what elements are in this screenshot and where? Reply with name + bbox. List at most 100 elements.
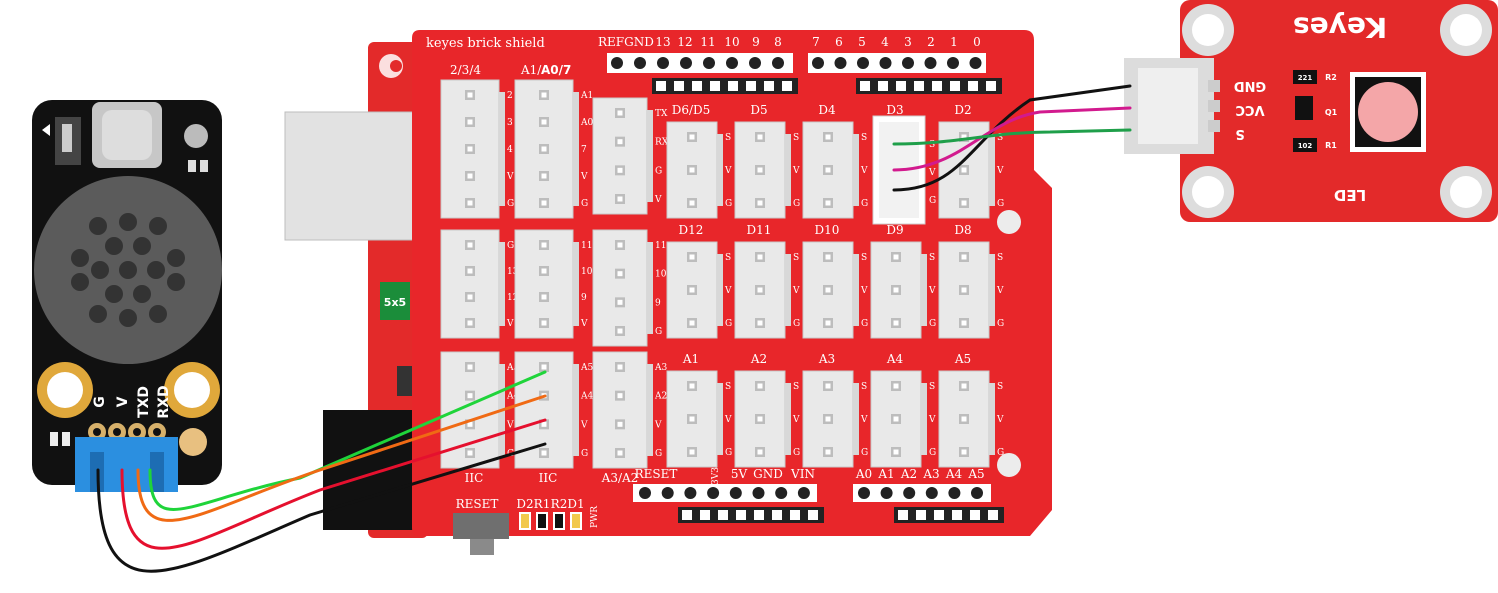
socket-hole xyxy=(878,81,888,91)
port-label: D3 xyxy=(886,103,903,117)
status-led-core xyxy=(538,514,546,528)
port-pin-hole xyxy=(617,393,623,399)
reset-button[interactable] xyxy=(453,513,509,539)
mp3-pin-label: V xyxy=(115,396,131,407)
port-pin-hole xyxy=(893,449,899,455)
port-pin-label: S xyxy=(997,133,1003,143)
wire-orange xyxy=(136,394,547,522)
top-header-pin-label: REF xyxy=(598,35,624,49)
wire-red xyxy=(120,418,547,550)
top-header-pin-label: 0 xyxy=(973,35,981,49)
port-pin-label: V xyxy=(996,415,1004,425)
port-pin-hole xyxy=(961,134,967,140)
port-pin-label: A3 xyxy=(654,363,667,373)
port-label: D9 xyxy=(886,223,903,237)
port-pin-hole xyxy=(467,450,473,456)
port-pin-label: S xyxy=(793,382,799,392)
port-label: A3 xyxy=(818,352,835,366)
port-pin-label: V xyxy=(792,415,800,425)
header-pin xyxy=(834,57,847,69)
port-label: D4 xyxy=(818,103,836,117)
header-pin xyxy=(880,487,893,499)
bottom-header-pin-label: 3V3 xyxy=(711,467,721,485)
port-latch xyxy=(921,383,927,455)
header-pin xyxy=(971,487,983,499)
port-pin-label: V xyxy=(580,319,588,329)
port-pin-label: G xyxy=(793,199,800,209)
header-pin xyxy=(902,57,914,69)
socket-hole xyxy=(950,81,960,91)
port-pin-hole xyxy=(617,450,623,456)
port-pin-hole xyxy=(757,320,763,326)
top-header-pin-label: 4 xyxy=(881,35,889,49)
socket-hole xyxy=(710,81,720,91)
port-pin-hole xyxy=(617,110,623,116)
header-pin xyxy=(661,487,674,499)
port-pin-label: 12 xyxy=(507,293,518,303)
header-pin xyxy=(752,487,765,499)
port-pin-label: A2 xyxy=(654,392,667,402)
socket-hole xyxy=(952,510,962,520)
port-pin-hole xyxy=(689,383,695,389)
speaker-hole xyxy=(149,217,167,235)
port-latch xyxy=(647,110,653,202)
port-pin-label: 11 xyxy=(581,241,592,251)
socket-hole xyxy=(746,81,756,91)
port-connector: SVG xyxy=(666,121,732,219)
port-latch xyxy=(717,383,723,455)
header-pin xyxy=(680,57,692,69)
port-pin-hole xyxy=(541,421,547,427)
port-connector: SVG xyxy=(734,370,800,468)
header-pin xyxy=(903,487,916,499)
wire-black xyxy=(96,442,547,573)
col-label-2b: A0/7 xyxy=(541,63,571,77)
port-pin-hole xyxy=(961,287,967,293)
port-latch xyxy=(573,92,579,206)
port-pin-label: S xyxy=(997,382,1003,392)
status-led-core xyxy=(521,514,529,528)
port-pin-hole xyxy=(617,299,623,305)
speaker-hole xyxy=(119,261,137,279)
socket-hole xyxy=(728,81,738,91)
port-pin-label: 10 xyxy=(581,267,593,277)
header-pin xyxy=(684,487,697,499)
port-pin-label: A4 xyxy=(580,392,593,402)
port-latch xyxy=(853,134,859,206)
speaker-hole xyxy=(119,213,137,231)
port-connector: SVG xyxy=(802,241,868,339)
port-pin-label: A5 xyxy=(580,363,593,373)
mount-hole-inner xyxy=(1450,14,1482,46)
port-pin-label: S xyxy=(793,253,799,263)
port-pin-label: G xyxy=(793,319,800,329)
port-latch xyxy=(647,242,653,334)
port-pin-hole xyxy=(893,383,899,389)
wire-green-signal xyxy=(892,128,1132,146)
top-header-pin-label: 1 xyxy=(950,35,958,49)
port-pin-label: G xyxy=(655,166,662,176)
socket-hole xyxy=(986,81,996,91)
header-pin xyxy=(729,487,742,499)
mount-hole xyxy=(997,210,1021,234)
port-pin-hole xyxy=(825,449,831,455)
mount-hole xyxy=(997,453,1021,477)
port-pin-label: G xyxy=(997,448,1004,458)
port-connector: S V G xyxy=(938,370,1004,468)
port-pin-hole xyxy=(961,167,967,173)
port-pin-hole xyxy=(541,268,547,274)
port-pin-hole xyxy=(541,119,547,125)
port-connector: SVG xyxy=(734,241,800,339)
speaker-hole xyxy=(119,309,137,327)
top-header-pin-label: 13 xyxy=(655,35,670,49)
port-pin-label: 13 xyxy=(507,267,519,277)
header-pin xyxy=(657,57,669,69)
port-pin-label: V xyxy=(996,286,1004,296)
port-latch xyxy=(785,134,791,206)
port-pin-label: V xyxy=(860,166,868,176)
port-pin-label: V xyxy=(928,286,936,296)
bottom-header-pin-label: VIN xyxy=(790,467,815,481)
speaker-hole xyxy=(89,305,107,323)
